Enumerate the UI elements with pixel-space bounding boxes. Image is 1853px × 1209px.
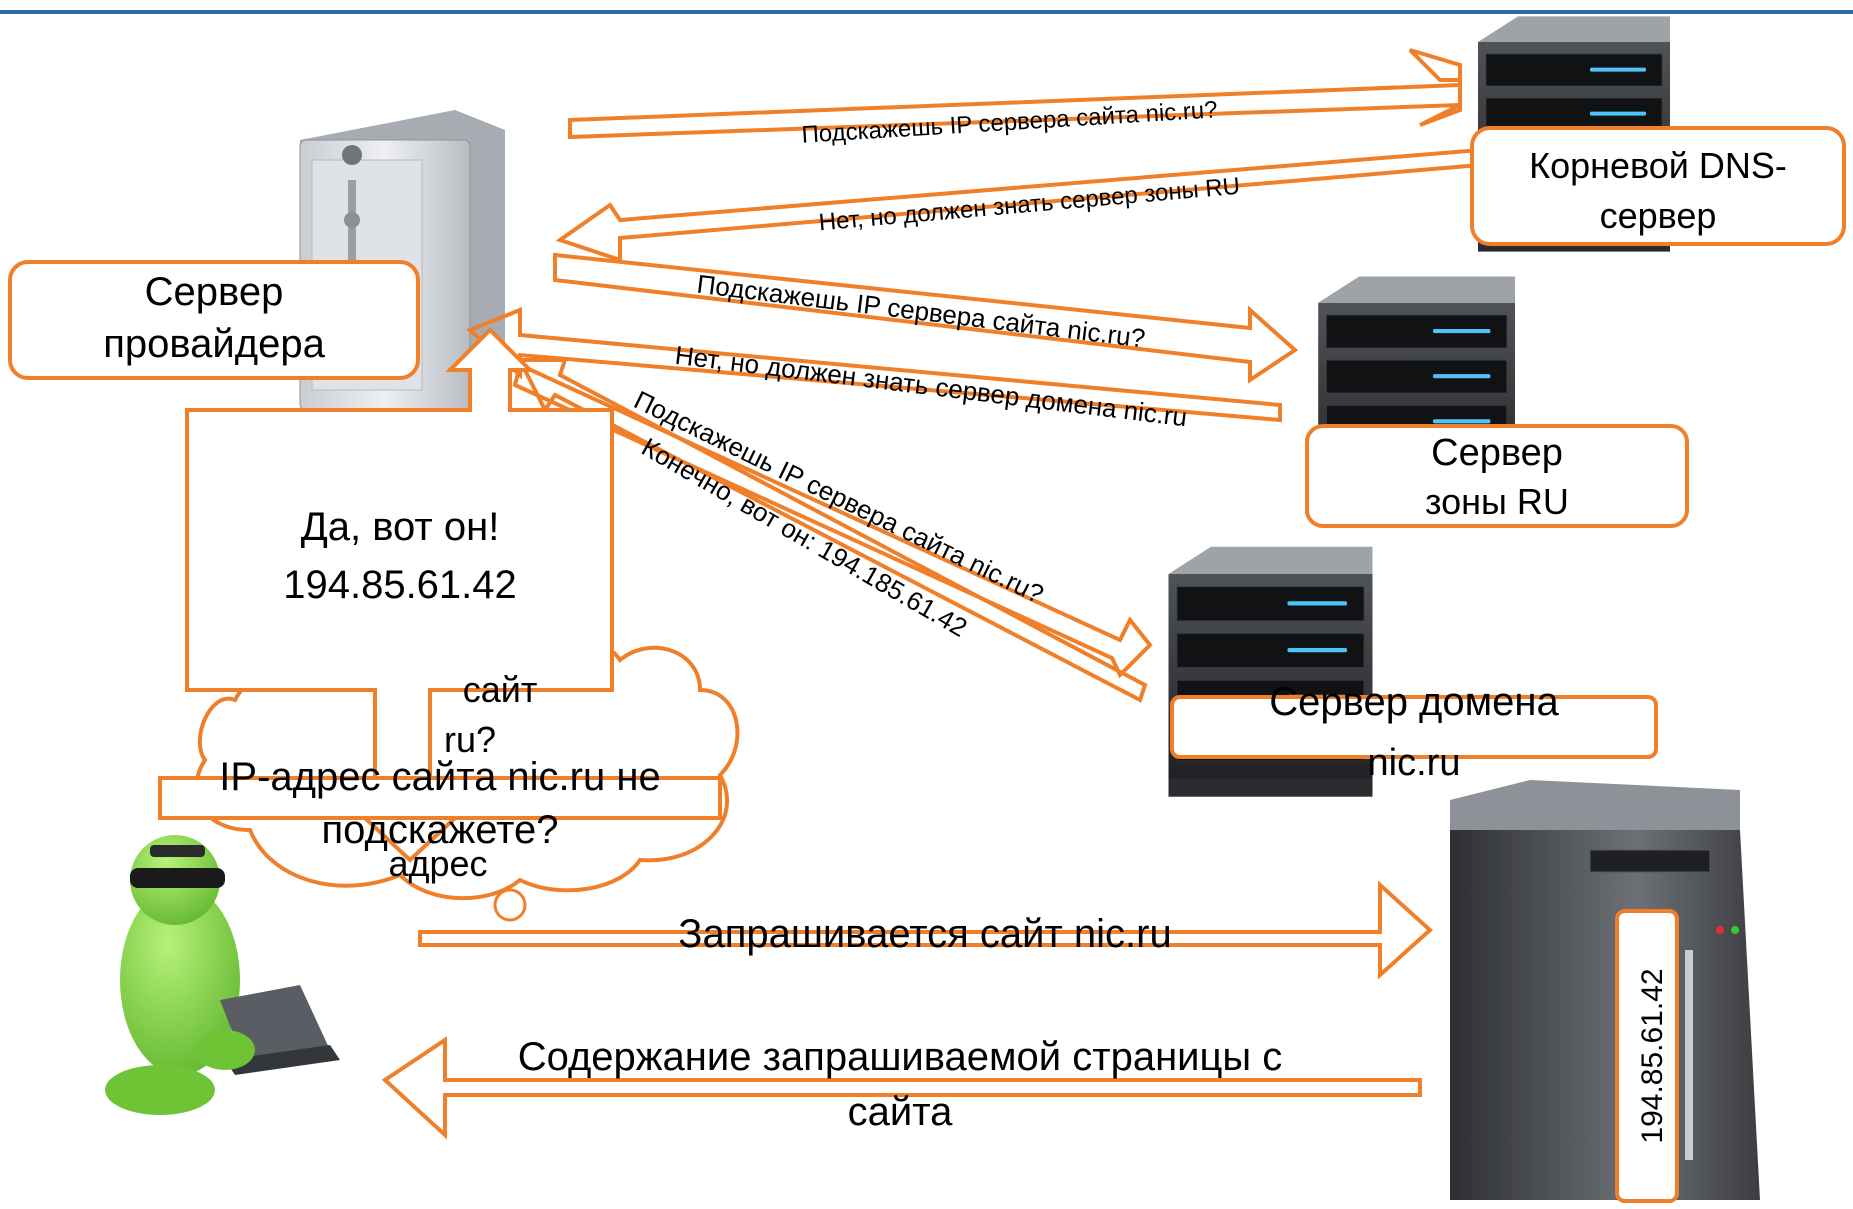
domain-label-box — [1170, 695, 1658, 759]
arrow-query-ru — [553, 252, 1299, 384]
response-line1: Содержание запрашиваемой страницы с — [518, 1035, 1283, 1079]
header-band — [0, 0, 1853, 14]
arrow-response — [381, 1036, 1422, 1140]
arrow-query-root — [568, 48, 1462, 140]
msg-answer-ru: Нет, но должен знать сервер домена nic.r… — [673, 340, 1188, 433]
user-question-behind-1: сайт — [463, 669, 538, 710]
user-question-behind-3: адрес — [388, 843, 487, 884]
cloud-bubble — [493, 888, 527, 922]
domain-server-icon — [1168, 546, 1373, 798]
user-question-strip — [158, 776, 722, 820]
web-server-icon — [1450, 780, 1760, 1200]
web-server-ip: 194.85.61.42 — [1636, 968, 1669, 1143]
msg-answer-root: Нет, но должен знать сервер зоны RU — [818, 173, 1241, 237]
response-line2: сайта — [848, 1090, 953, 1134]
msg-query-domain: Подскажешь IP сервера сайта nic.ru? — [630, 385, 1049, 610]
arrow-answer-root — [555, 147, 1482, 263]
request-label: Запрашивается сайт nic.ru — [678, 912, 1171, 956]
arrow-request — [418, 880, 1433, 980]
provider-label-box — [8, 260, 420, 380]
provider-reply-line2: 194.85.61.42 — [283, 563, 517, 607]
root-label-line2: сервер — [1600, 195, 1717, 236]
root-label-line1: Корневой DNS- — [1529, 145, 1787, 186]
provider-reply-line1: Да, вот он! — [301, 505, 500, 549]
user-question-line1: IP-адрес сайта nic.ru не — [219, 755, 660, 799]
user-question-behind-2: ru? — [444, 719, 496, 760]
ru-label-line1: Сервер — [1431, 432, 1563, 474]
user-question-line2: подскажете? — [321, 808, 558, 852]
user-hacker-icon — [105, 835, 340, 1115]
arrow-query-domain — [512, 362, 1153, 679]
ru-label-box — [1305, 424, 1689, 528]
domain-label-line2: nic.ru — [1368, 742, 1461, 784]
arrow-answer-domain — [516, 358, 1148, 703]
provider-label-line1: Сервер — [145, 270, 284, 314]
root-label-box — [1470, 126, 1846, 246]
domain-label-line1: Сервер домена — [1269, 680, 1559, 724]
ip-label-box — [1615, 909, 1679, 1203]
ru-label-line2: зоны RU — [1425, 481, 1569, 522]
provider-label-line2: провайдера — [103, 322, 325, 366]
